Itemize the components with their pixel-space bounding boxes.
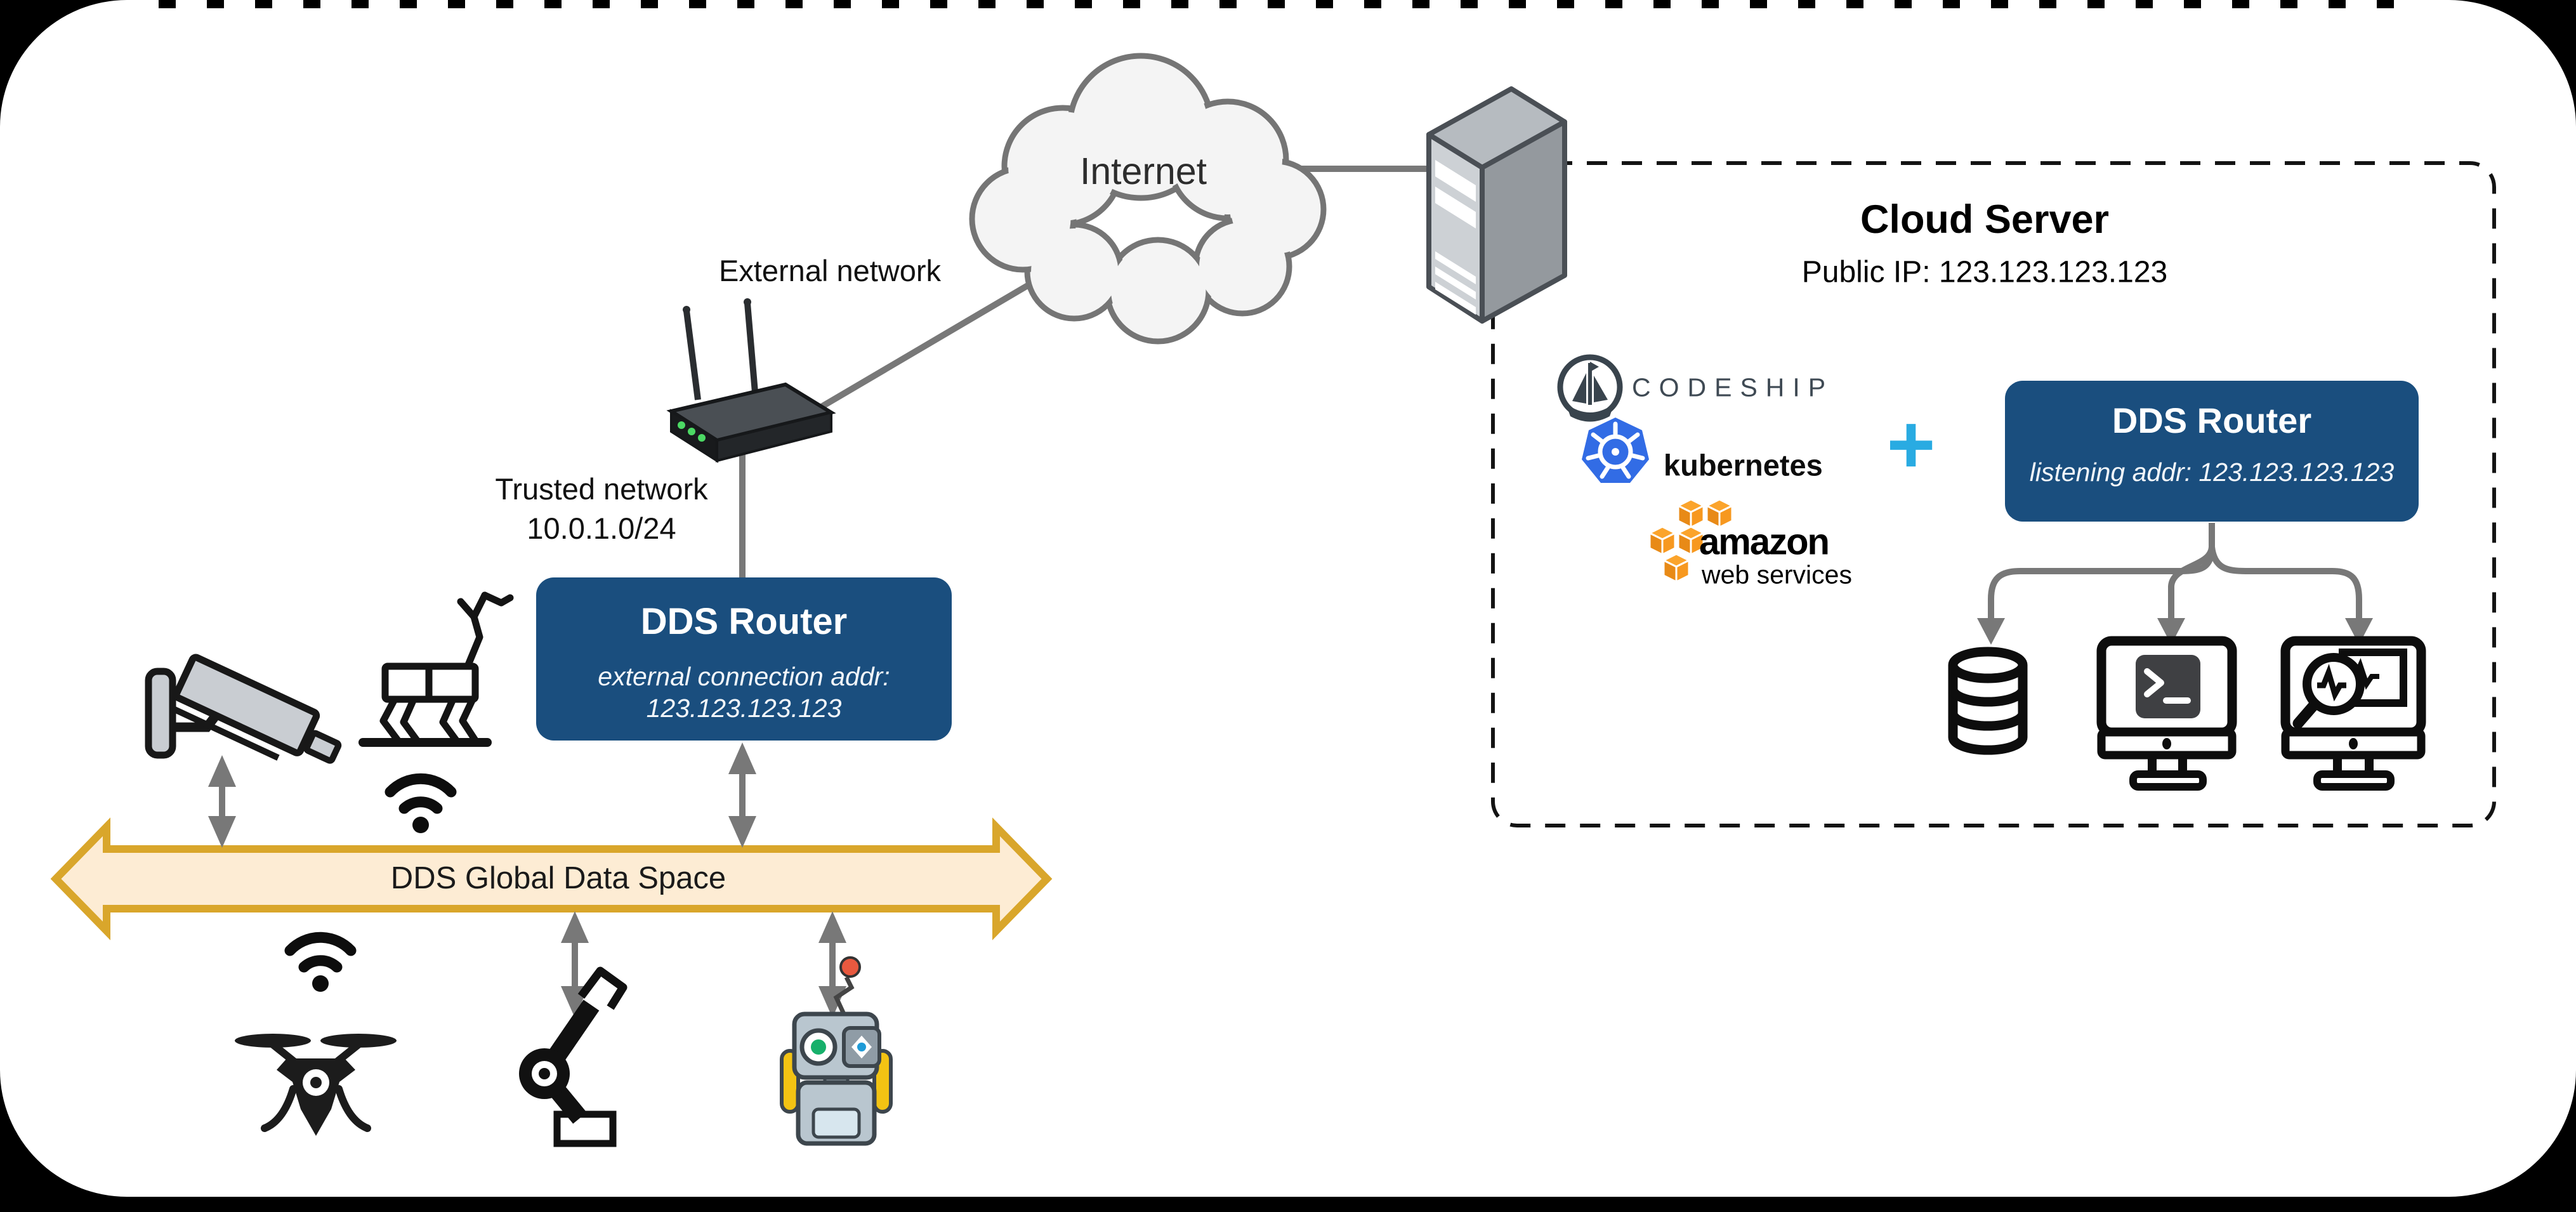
aws-cube <box>1677 525 1705 556</box>
edge-router-addr-label: external connection addr: <box>598 662 890 691</box>
external-network-label: External network <box>718 253 942 287</box>
trusted-network-label: Trusted network 10.0.1.0/24 <box>495 470 707 548</box>
database-icon <box>1948 647 2028 755</box>
aws-cube <box>1677 498 1705 529</box>
cloud-server-dashed-box <box>1491 161 2496 827</box>
edge-dds-router-title: DDS Router <box>640 601 848 642</box>
cctv-camera-icon <box>145 654 342 764</box>
plus-sign: + <box>1886 397 1936 491</box>
cloud-server-title: Cloud Server <box>1860 197 2110 242</box>
top-dashed-border <box>159 0 2417 8</box>
router-to-internet-line <box>808 275 1042 417</box>
amazon-web-services-label: web services <box>1702 560 1852 590</box>
toy-robot-icon <box>780 956 893 1146</box>
internet-cloud-icon <box>969 53 1327 345</box>
aws-cube <box>1648 525 1676 556</box>
dds-global-data-space-band <box>50 817 1053 940</box>
terminal-workstation-icon <box>2096 636 2237 791</box>
aws-cubes-icon <box>1648 498 1733 583</box>
edge-dds-router-box: DDS Router external connection addr: 123… <box>536 577 952 741</box>
trusted-network-subnet: 10.0.1.0/24 <box>527 511 676 545</box>
wifi-icon <box>384 773 457 833</box>
monitoring-workstation-icon <box>2280 636 2426 791</box>
robot-dog-icon <box>358 591 514 747</box>
dds-global-data-space-label: DDS Global Data Space <box>390 861 726 895</box>
codeship-logo-icon <box>1557 354 1623 422</box>
trusted-network-name: Trusted network <box>495 471 708 506</box>
cloud-dds-router-address: listening addr: 123.123.123.123 <box>2029 458 2395 487</box>
cloud-dds-router-title: DDS Router <box>2112 400 2312 440</box>
cloud-dds-router-box: DDS Router listening addr: 123.123.123.1… <box>2005 381 2419 522</box>
kubernetes-label: kubernetes <box>1664 448 1823 482</box>
edge-dds-router-address: external connection addr: 123.123.123.12… <box>536 661 952 724</box>
wifi-icon <box>284 932 357 992</box>
codeship-label: CODESHIP <box>1632 372 1834 402</box>
data-space-arrows <box>208 742 846 1018</box>
robot-arm-icon <box>519 966 628 1147</box>
aws-cube <box>1662 553 1690 583</box>
camera-band-arrow <box>208 755 236 848</box>
network-lines <box>739 166 1439 580</box>
drone-icon <box>235 1034 397 1136</box>
cloud-server-public-ip: Public IP: 123.123.123.123 <box>1801 255 2168 289</box>
server-tower-icon <box>1426 86 1567 324</box>
router-band-arrow <box>728 742 756 848</box>
aws-cube <box>1705 498 1733 529</box>
wifi-router-device-icon <box>666 298 836 463</box>
kubernetes-logo-icon <box>1582 418 1649 483</box>
edge-router-addr-value: 123.123.123.123 <box>646 694 842 723</box>
amazon-label: amazon <box>1699 521 1830 563</box>
cloud-router-branch-arrows <box>1977 523 2373 645</box>
internet-label: Internet <box>1079 150 1207 192</box>
